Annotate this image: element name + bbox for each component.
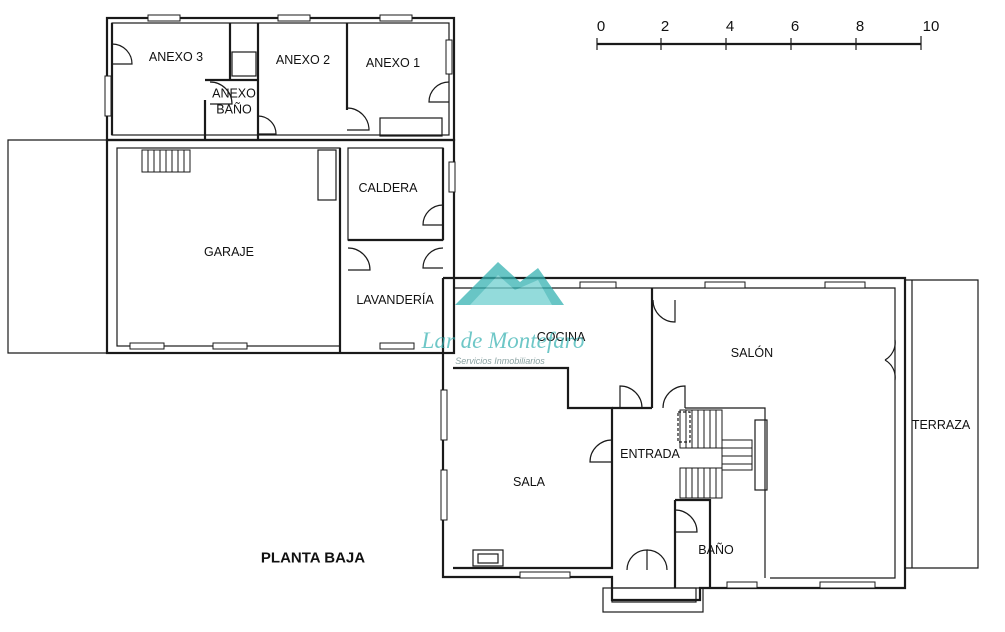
room-label-cocina: COCINA — [536, 330, 586, 345]
room-label-anexo-bano: ANEXO BAÑO — [212, 86, 256, 116]
room-label-entrada: ENTRADA — [620, 447, 680, 462]
main-house-walls — [440, 276, 907, 613]
scale-tick-label: 4 — [725, 18, 735, 35]
room-label-lavanderia: LAVANDERÍA — [356, 293, 434, 308]
scale-tick-label: 0 — [596, 18, 606, 35]
garage-block-walls — [105, 138, 456, 355]
room-label-terraza: TERRAZA — [911, 418, 971, 433]
room-label-anexo-1: ANEXO 1 — [365, 56, 421, 71]
scale-tick-label: 2 — [660, 18, 670, 35]
room-label-salon: SALÓN — [730, 346, 774, 361]
scale-bar — [596, 36, 922, 50]
room-label-garaje: GARAJE — [203, 245, 255, 260]
scale-tick-label: 6 — [790, 18, 800, 35]
room-label-anexo-3: ANEXO 3 — [148, 50, 204, 65]
room-label-caldera: CALDERA — [358, 181, 418, 196]
room-label-sala: SALA — [513, 475, 545, 490]
scale-tick-label: 8 — [855, 18, 865, 35]
watermark-logo-icon — [455, 262, 564, 305]
watermark-subtitle: Servicios Inmobiliarios — [455, 356, 545, 366]
left-outdoor-area — [7, 139, 107, 354]
terraza-outline — [905, 279, 979, 569]
annex-block-walls — [104, 14, 456, 142]
watermark-name: Lar de Montefaro — [421, 328, 585, 353]
room-label-anexo-2: ANEXO 2 — [275, 53, 331, 68]
room-label-bano: BAÑO — [698, 543, 734, 558]
scale-tick-label: 10 — [922, 18, 940, 35]
plan-title: PLANTA BAJA — [260, 549, 366, 567]
